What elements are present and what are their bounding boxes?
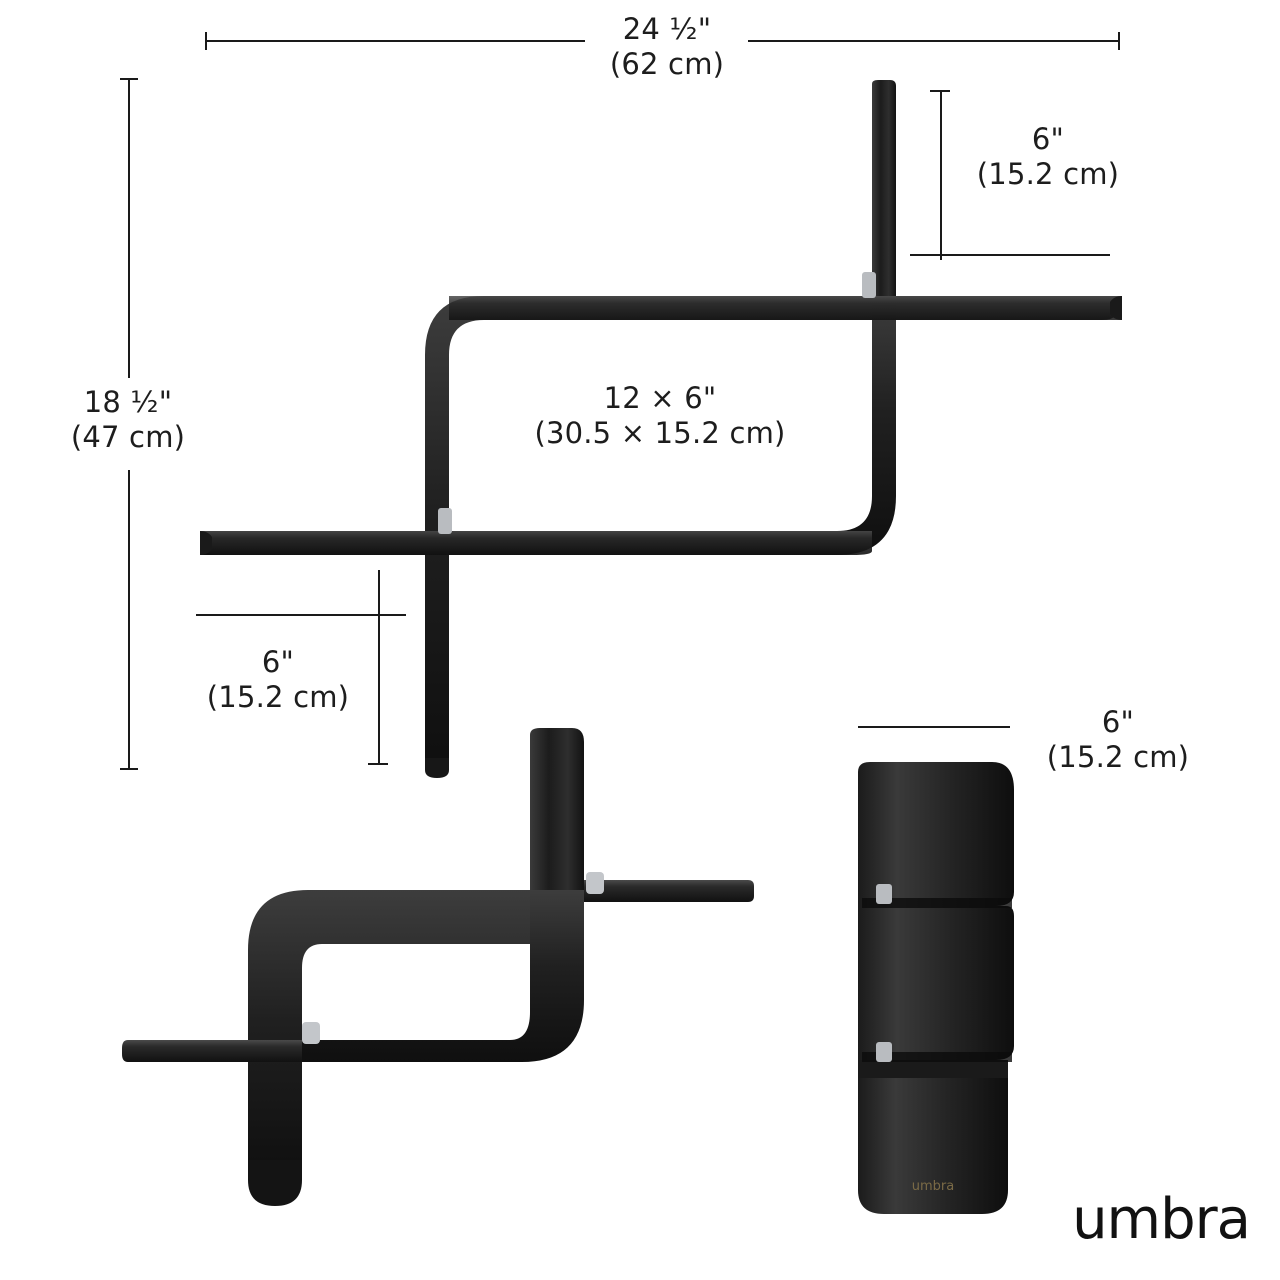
width-tick-left bbox=[205, 32, 207, 50]
width-leader-right bbox=[748, 40, 1120, 42]
top-depth-leader bbox=[940, 90, 942, 260]
end-view-width-label: 6" (15.2 cm) bbox=[1046, 705, 1190, 775]
brand-logo: umbra bbox=[1072, 1187, 1251, 1252]
top-depth-tick-upper bbox=[930, 90, 950, 92]
top-depth-tick-lower bbox=[910, 254, 1110, 256]
overall-height-label: 18 ½" (47 cm) bbox=[70, 385, 186, 455]
height-leader-bottom bbox=[128, 470, 130, 770]
end-view-art: umbra bbox=[858, 762, 1014, 1214]
width-leader-left bbox=[205, 40, 585, 42]
bottom-depth-leader bbox=[378, 570, 380, 765]
bottom-depth-tick-lower bbox=[368, 763, 388, 765]
overall-width-label: 24 ½" (62 cm) bbox=[609, 12, 725, 82]
end-width-leader bbox=[858, 726, 1010, 728]
height-tick-bottom bbox=[120, 768, 138, 770]
bottom-depth-tick-upper bbox=[196, 614, 406, 616]
height-tick-top bbox=[120, 78, 138, 80]
side-view-art bbox=[122, 728, 754, 1206]
height-leader-top bbox=[128, 78, 130, 378]
bottom-depth-label: 6" (15.2 cm) bbox=[206, 645, 350, 715]
width-tick-right bbox=[1118, 32, 1120, 50]
top-depth-label: 6" (15.2 cm) bbox=[976, 122, 1120, 192]
inner-opening-label: 12 × 6" (30.5 × 15.2 cm) bbox=[534, 381, 786, 451]
svg-text:umbra: umbra bbox=[912, 1179, 954, 1194]
